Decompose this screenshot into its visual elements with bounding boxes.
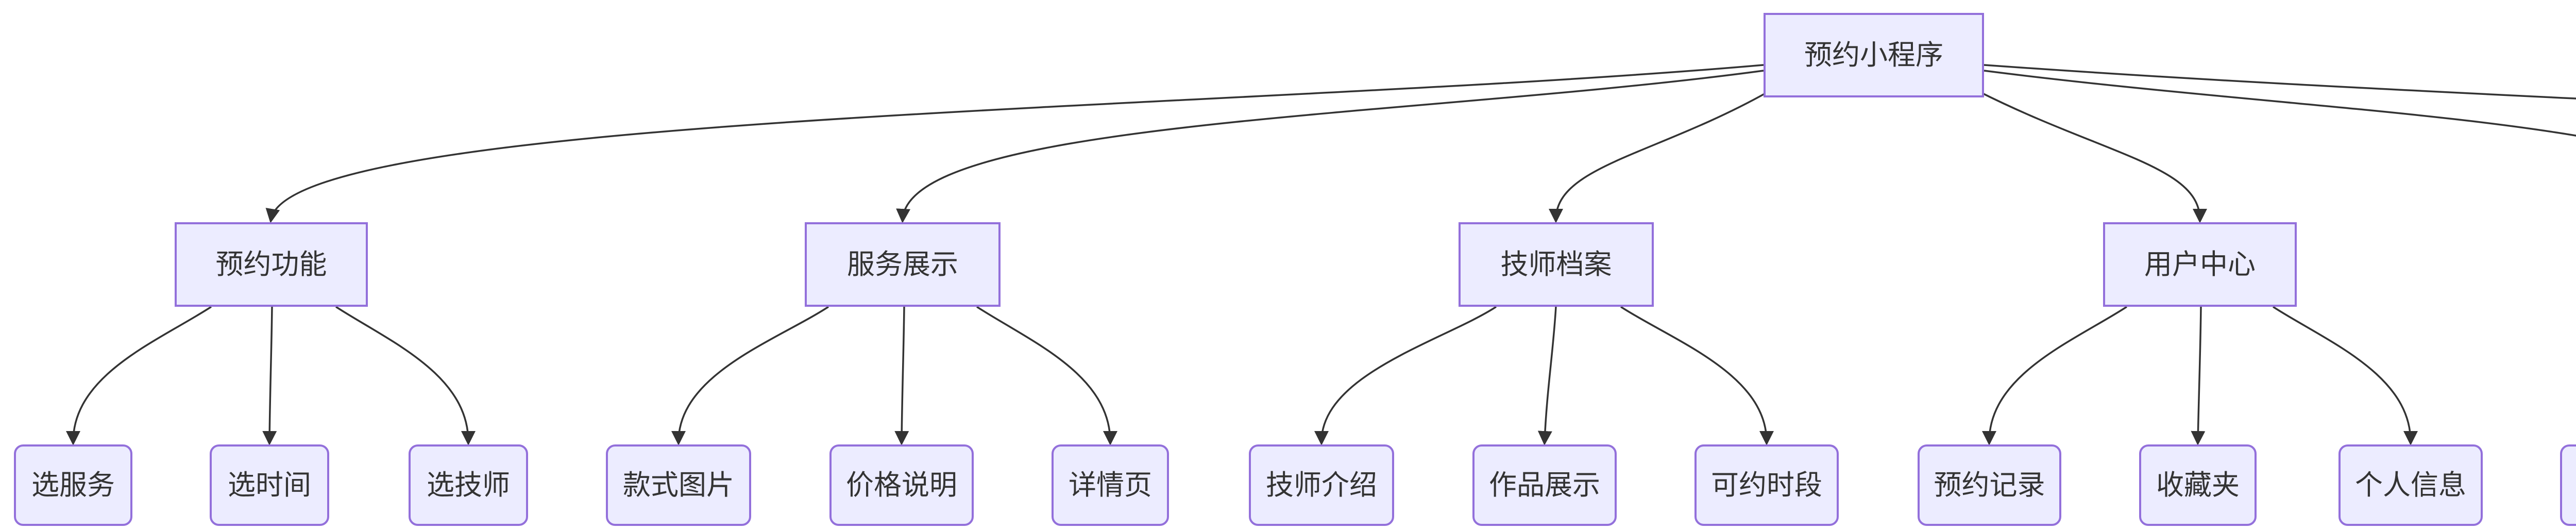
edge-usercenter-favorites (2191, 306, 2206, 445)
edge-root-usercenter (1979, 91, 2207, 223)
edge-services-photos (671, 306, 829, 445)
node-booking-history: 预约记录 (1918, 444, 2061, 526)
node-select-technician: 选技师 (409, 444, 528, 526)
node-portfolio: 作品展示 (1472, 444, 1617, 526)
edge-booking-technician (335, 306, 476, 445)
node-profile-info: 个人信息 (2338, 444, 2483, 526)
node-technician-profile: 技师档案 (1459, 222, 1654, 307)
edge-root-payment (1984, 64, 2576, 100)
edge-usercenter-profile (2273, 306, 2418, 445)
edge-root-booking (265, 64, 1764, 223)
node-booking-features: 预约功能 (175, 222, 368, 307)
node-select-time: 选时间 (210, 444, 329, 526)
edge-root-technician (1549, 91, 1769, 223)
node-style-photos: 款式图片 (606, 444, 751, 526)
edge-technician-portfolio (1537, 306, 1557, 445)
node-service-display: 服务展示 (805, 222, 1001, 307)
node-user-center: 用户中心 (2103, 222, 2297, 307)
edge-usercenter-history (1982, 306, 2127, 445)
node-price-info: 价格说明 (829, 444, 974, 526)
node-wechat-notice: 微信通知 (2560, 444, 2576, 526)
node-root-mini-program: 预约小程序 (1764, 13, 1984, 97)
edge-technician-intro (1314, 306, 1497, 445)
node-favorites: 收藏夹 (2139, 444, 2257, 526)
node-detail-page: 详情页 (1052, 444, 1169, 526)
edge-booking-service (66, 306, 212, 445)
edge-root-services (896, 70, 1764, 223)
node-technician-intro: 技师介绍 (1249, 444, 1394, 526)
node-available-slots: 可约时段 (1694, 444, 1839, 526)
node-select-service: 选服务 (14, 444, 132, 526)
edge-technician-slots (1620, 306, 1774, 445)
edge-services-price (894, 306, 909, 445)
edge-booking-time (262, 306, 277, 445)
edge-root-notify (1984, 70, 2576, 137)
edge-services-detail (976, 306, 1117, 445)
